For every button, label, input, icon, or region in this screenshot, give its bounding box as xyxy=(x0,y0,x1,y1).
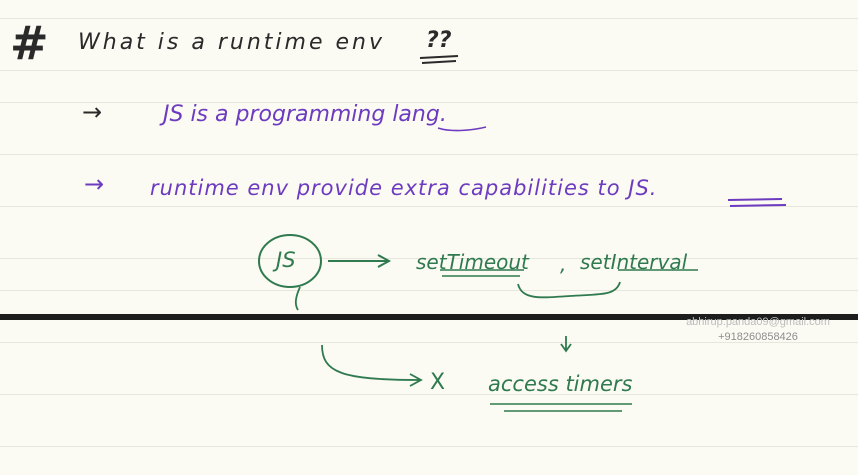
connector-curve xyxy=(517,281,621,299)
ruled-line xyxy=(0,18,858,19)
access-timers-label: access timers xyxy=(488,372,633,396)
down-arrow xyxy=(560,336,572,353)
cross-mark: X xyxy=(430,370,446,395)
ruled-line xyxy=(0,446,858,447)
ruled-line xyxy=(0,258,858,259)
question-marks: ?? xyxy=(426,28,452,53)
comma: , xyxy=(560,252,567,276)
ruled-line xyxy=(0,154,858,155)
js-underline xyxy=(727,198,787,207)
arrow-to-settimeout xyxy=(328,254,392,268)
watermark-phone: +918260858426 xyxy=(718,331,798,343)
ruled-line xyxy=(0,102,858,103)
heading-underline xyxy=(419,55,459,64)
js-circle-label: JS xyxy=(276,248,296,272)
arrow-icon: → xyxy=(82,98,103,126)
js-loop-arrow xyxy=(294,286,423,387)
ruled-line xyxy=(0,342,858,343)
ruled-line xyxy=(0,394,858,395)
watermark-email: abhirup.panda09@gmail.com xyxy=(686,316,830,328)
hash-mark: # xyxy=(10,16,49,70)
js-circle xyxy=(258,234,322,288)
note-line-2: runtime env provide extra capabilities t… xyxy=(150,176,658,200)
lang-underline xyxy=(437,126,487,132)
access-timers-underline xyxy=(490,403,632,412)
settimeout-underline xyxy=(440,269,524,277)
page-title: What is a runtime env xyxy=(78,30,385,55)
ruled-line xyxy=(0,70,858,71)
ruled-line xyxy=(0,206,858,207)
ruled-line xyxy=(0,290,858,291)
note-line-1: JS is a programming lang. xyxy=(163,102,447,127)
arrow-icon: → xyxy=(84,170,105,198)
divider-bar xyxy=(0,314,858,320)
